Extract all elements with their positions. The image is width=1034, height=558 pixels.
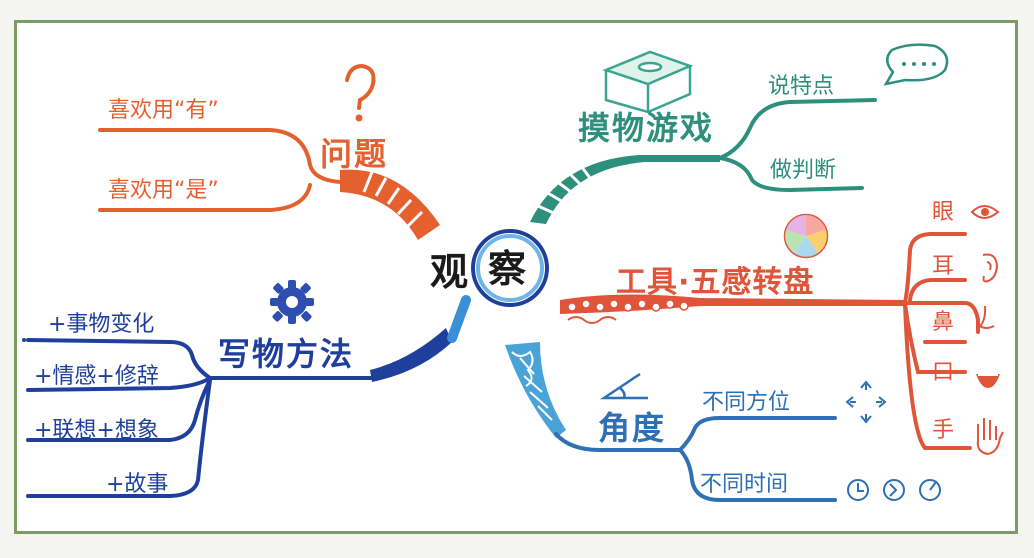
- question-item-1: 喜欢用“有”: [108, 98, 219, 123]
- five-sense-wheel-icon: [783, 213, 829, 259]
- tool-wheel-branch-lines: [903, 232, 980, 450]
- question-branch-stem: [340, 169, 440, 240]
- writing-branch-lines: [22, 338, 374, 498]
- angle-item-1: 不同方位: [702, 390, 791, 415]
- question-item-2: 喜欢用“是”: [108, 178, 219, 203]
- question-mark-icon: [345, 63, 376, 122]
- tool-wheel-title: 工具·五感转盘: [616, 265, 815, 300]
- direction-arrows-icon: [845, 380, 887, 424]
- sense-label-hand: 手: [932, 418, 955, 443]
- question-branch-lines: [98, 128, 342, 212]
- touch-game-item-2: 做判断: [770, 158, 837, 183]
- angle-item-2: 不同时间: [700, 472, 789, 497]
- sense-label-nose: 鼻: [932, 310, 955, 335]
- mystery-box-icon: [602, 50, 694, 114]
- nose-icon: [978, 305, 995, 329]
- center-title-part1: 观: [430, 250, 471, 294]
- sense-label-eye: 眼: [932, 200, 955, 225]
- tool-wheel-stem: [560, 294, 905, 324]
- angle-title: 角度: [598, 409, 667, 447]
- question-title: 问题: [320, 135, 389, 173]
- ear-icon: [982, 253, 999, 283]
- touch-game-branch-lines: [718, 98, 877, 193]
- writing-item-1: +事物变化: [48, 312, 155, 337]
- magnifier-icon: [447, 229, 549, 343]
- angle-branch-lines: [554, 416, 837, 502]
- writing-item-2: +情感+修辞: [34, 364, 159, 389]
- touch-game-stem: [530, 155, 720, 224]
- writing-item-4: +故事: [106, 472, 169, 497]
- angle-stem: [505, 342, 566, 438]
- touch-game-item-1: 说特点: [768, 74, 835, 99]
- clock-icons: [847, 479, 941, 501]
- angle-icon: [599, 372, 648, 400]
- writing-stem: [370, 328, 452, 382]
- touch-game-title: 摸物游戏: [578, 109, 715, 147]
- writing-item-3: +联想+想象: [34, 418, 159, 443]
- center-title-part2: 察: [488, 247, 529, 291]
- speech-bubble-icon: [883, 43, 949, 86]
- sense-label-ear: 耳: [932, 254, 955, 279]
- sense-label-mouth: 口: [932, 360, 955, 385]
- eye-icon: [970, 205, 1000, 219]
- mouth-icon: [976, 374, 1000, 388]
- hand-icon: [976, 418, 1004, 456]
- writing-title: 写物方法: [218, 335, 355, 373]
- gear-icon: [270, 280, 314, 324]
